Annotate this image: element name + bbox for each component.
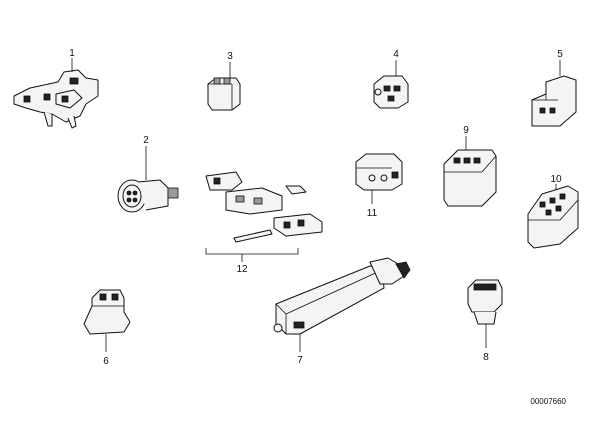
- part-5-angled-housing: [531, 60, 577, 127]
- part-4-relay-socket: [373, 60, 409, 109]
- callout-10: 10: [550, 174, 562, 185]
- part-7-long-housing: [273, 257, 411, 352]
- part-12-connector-kit: [205, 171, 323, 262]
- callout-4: 4: [393, 49, 399, 60]
- callout-1: 1: [69, 48, 75, 59]
- callout-2: 2: [143, 135, 149, 146]
- part-10-connector-block: [527, 184, 579, 249]
- callout-8: 8: [483, 352, 489, 363]
- reference-number: 00007660: [530, 397, 566, 406]
- part-1-connector-bracket: [13, 58, 99, 129]
- part-8-pin-connector: [467, 279, 503, 348]
- callout-6: 6: [103, 356, 109, 367]
- callout-5: 5: [557, 49, 563, 60]
- part-9-flat-connector: [443, 136, 497, 207]
- callout-9: 9: [463, 125, 469, 136]
- callout-7: 7: [297, 355, 303, 366]
- callout-12: 12: [236, 264, 248, 275]
- part-11-multipin-socket: [355, 153, 403, 204]
- callout-11: 11: [367, 208, 378, 219]
- callout-3: 3: [227, 51, 233, 62]
- part-2-round-socket: [117, 146, 179, 213]
- part-6-base-connector: [83, 289, 131, 352]
- part-3-small-plug: [207, 62, 241, 111]
